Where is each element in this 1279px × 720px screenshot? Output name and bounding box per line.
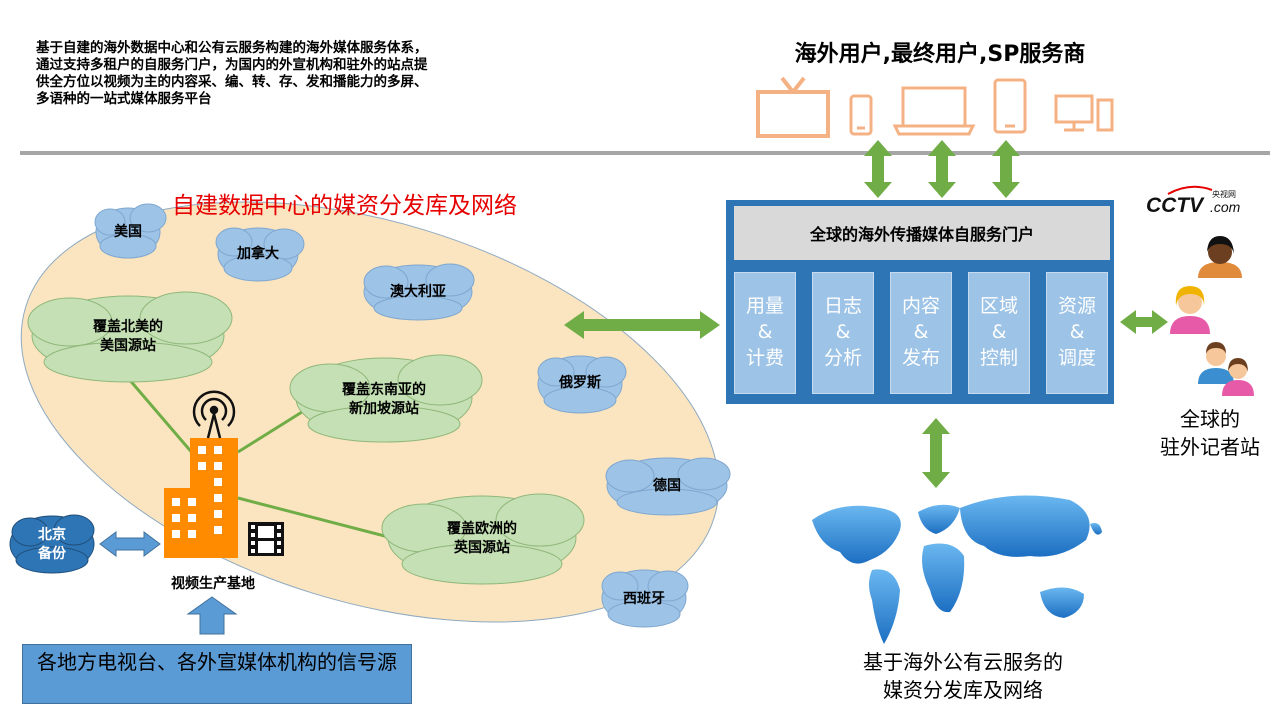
country-label-russia: 俄罗斯 (559, 375, 601, 391)
tablet-icon (993, 78, 1027, 134)
module-5-line1: 资源 (1057, 295, 1096, 317)
users-portal-arrows (864, 140, 1020, 198)
cloud-germany (605, 457, 731, 516)
backup-double-arrow (99, 531, 161, 557)
public-cloud-line2: 媒资分发库及网络 (883, 678, 1043, 702)
reporter-line1: 全球的 (1180, 407, 1240, 431)
beijing-backup-label: 北京 备份 (22, 526, 82, 564)
cloud-australia (363, 263, 475, 321)
portal-cloud-arrow (922, 418, 950, 488)
reporter-avatar-1-icon (1198, 236, 1242, 278)
station-label-us: 覆盖北美的 美国源站 (68, 318, 188, 356)
production-building-icon (164, 438, 238, 558)
module-resource-dispatch: 资源 & 调度 (1046, 272, 1108, 394)
portal-title: 全球的海外传播媒体自服务门户 (734, 206, 1110, 260)
self-dc-title: 自建数据中心的媒资分发库及网络 (172, 193, 517, 219)
film-icon (248, 522, 284, 556)
module-usage-billing: 用量 & 计费 (734, 272, 796, 394)
signal-up-arrow (186, 596, 238, 635)
cloud-us-station (27, 291, 233, 383)
intro-text: 基于自建的海外数据中心和公有云服务构建的海外媒体服务体系，通过支持多租户的自服务… (36, 40, 428, 107)
module-content-publish: 内容 & 发布 (890, 272, 952, 394)
cctv-logo: CCTV .com 央视网 (1146, 185, 1241, 217)
cloud-sg-station (289, 354, 483, 443)
station-us-line2: 美国源站 (100, 338, 156, 354)
station-label-uk: 覆盖欧洲的 英国源站 (422, 520, 542, 558)
reporter-line2: 驻外记者站 (1160, 435, 1260, 459)
beijing-line1: 北京 (38, 527, 66, 543)
desktop-icon (1054, 94, 1114, 132)
cloud-spain (601, 569, 689, 628)
country-label-usa: 美国 (114, 224, 142, 240)
station-sg-line1: 覆盖东南亚的 (342, 382, 426, 398)
cloud-uk-station (381, 493, 585, 585)
station-sg-line2: 新加坡源站 (349, 401, 419, 417)
world-map-icon (812, 495, 1102, 644)
cloud-beijing-backup (9, 514, 95, 574)
module-4-line2: 控制 (979, 347, 1018, 369)
laptop-icon (892, 86, 976, 136)
module-4-amp: & (991, 321, 1007, 343)
station-label-sg: 覆盖东南亚的 新加坡源站 (324, 381, 444, 419)
production-base-label: 视频生产基地 (171, 576, 255, 592)
module-2-amp: & (835, 321, 851, 343)
cloud-canada (215, 227, 305, 282)
cctv-logo-suffix: .com (1210, 199, 1241, 215)
antenna-icon (192, 390, 236, 439)
module-1-line1: 用量 (745, 295, 784, 317)
module-2-line2: 分析 (823, 347, 862, 369)
module-3-line2: 发布 (901, 347, 940, 369)
module-1-line2: 计费 (745, 347, 784, 369)
portal-reporter-arrow (1120, 310, 1168, 334)
country-label-canada: 加拿大 (237, 246, 279, 262)
module-5-amp: & (1069, 321, 1085, 343)
module-1-amp: & (757, 321, 773, 343)
beijing-line2: 备份 (38, 546, 66, 562)
cloud-russia (537, 355, 627, 414)
station-us-line1: 覆盖北美的 (93, 319, 163, 335)
cloud-usa (94, 203, 167, 259)
module-3-amp: & (913, 321, 929, 343)
public-cloud-label: 基于海外公有云服务的 媒资分发库及网络 (808, 648, 1118, 704)
reporter-avatar-2-icon (1170, 286, 1210, 334)
reporter-station-label: 全球的 驻外记者站 (1140, 405, 1279, 461)
signal-source-box: 各地方电视台、各外宣媒体机构的信号源 (22, 644, 412, 704)
country-label-australia: 澳大利亚 (390, 284, 446, 300)
top-divider (20, 151, 1270, 155)
ellipse-portal-arrow (564, 311, 720, 339)
module-log-analysis: 日志 & 分析 (812, 272, 874, 394)
module-3-line1: 内容 (901, 295, 940, 317)
country-label-spain: 西班牙 (623, 591, 665, 607)
tv-icon (756, 76, 830, 138)
public-cloud-line1: 基于海外公有云服务的 (863, 650, 1063, 674)
country-label-germany: 德国 (653, 478, 681, 494)
module-4-line1: 区域 (979, 295, 1018, 317)
module-5-line2: 调度 (1057, 347, 1096, 369)
station-uk-line2: 英国源站 (454, 540, 510, 556)
overseas-users-title: 海外用户,最终用户,SP服务商 (794, 42, 1086, 67)
station-uk-line1: 覆盖欧洲的 (447, 521, 517, 537)
module-region-control: 区域 & 控制 (968, 272, 1030, 394)
phone-icon (849, 94, 873, 136)
cctv-logo-brand: CCTV (1146, 194, 1205, 217)
module-2-line1: 日志 (823, 295, 862, 317)
reporter-avatar-3-icon (1198, 342, 1254, 396)
cctv-logo-cn: 央视网 (1212, 189, 1236, 199)
